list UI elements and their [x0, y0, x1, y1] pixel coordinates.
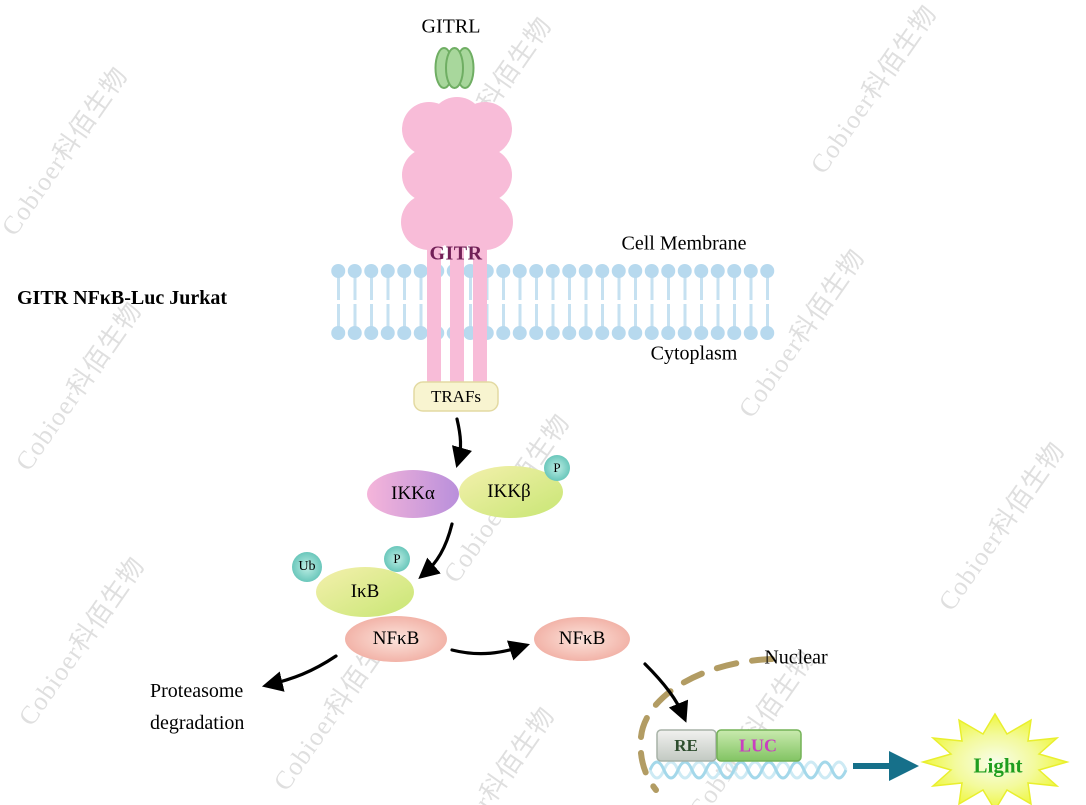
re-label: RE	[674, 736, 698, 755]
cell-membrane-bilayer	[330, 262, 776, 342]
ikk-alpha-label: IKKα	[391, 483, 435, 504]
light-starburst	[920, 712, 1070, 805]
phospho-badge-ikb	[384, 546, 410, 572]
ub-badge	[292, 552, 322, 582]
ikk-beta-oval	[459, 466, 563, 518]
nuclear-membrane-arc	[637, 656, 775, 793]
light-label: Light	[973, 753, 1023, 778]
proteasome-line2: degradation	[150, 712, 245, 734]
ikb-label: IκB	[350, 581, 380, 602]
dna-helix	[648, 760, 848, 780]
gitr-label: GITR	[429, 242, 483, 265]
re-box	[656, 729, 717, 762]
arrow-into-nucleus	[643, 662, 689, 723]
pathway-arrows	[261, 417, 689, 723]
proteasome-line1: Proteasome	[150, 680, 244, 702]
nfkb-oval-cytoplasm	[345, 616, 447, 662]
proteasome-label: Proteasome degradation	[150, 680, 244, 735]
nfkb-label-nuclear: NFκB	[558, 628, 606, 649]
cytoplasm-label: Cytoplasm	[650, 342, 738, 365]
luc-label: LUC	[738, 735, 778, 756]
gitrl-ligand	[434, 47, 475, 89]
nfkb-label-cytoplasm: NFκB	[372, 628, 420, 649]
trafs-label: TRAFs	[430, 387, 482, 406]
receptor-stalks	[427, 246, 487, 388]
phospho-label-ikb: P	[393, 551, 401, 566]
arrow-nfkb-translocation	[450, 640, 530, 661]
trafs-box	[413, 381, 499, 412]
ub-label: Ub	[298, 559, 316, 574]
arrow-nfkb-to-proteasome	[261, 654, 338, 692]
nfkb-oval-nuclear	[534, 617, 630, 661]
gitr-receptor	[401, 97, 513, 250]
luc-box	[716, 729, 802, 762]
arrow-ikk-to-ikb	[418, 522, 454, 580]
phospho-label-ikkb: P	[553, 460, 561, 475]
gitrl-label: GITRL	[421, 15, 481, 38]
nuclear-label: Nuclear	[764, 646, 828, 669]
cell-membrane-label: Cell Membrane	[621, 232, 747, 255]
ikk-alpha-oval	[367, 470, 459, 518]
phospho-badge-ikkb	[544, 455, 570, 481]
ikb-oval	[316, 567, 414, 617]
arrow-trafs-to-ikk	[451, 417, 472, 469]
cell-line-label: GITR NFκB-Luc Jurkat	[17, 287, 228, 309]
ikk-beta-label: IKKβ	[487, 481, 531, 502]
